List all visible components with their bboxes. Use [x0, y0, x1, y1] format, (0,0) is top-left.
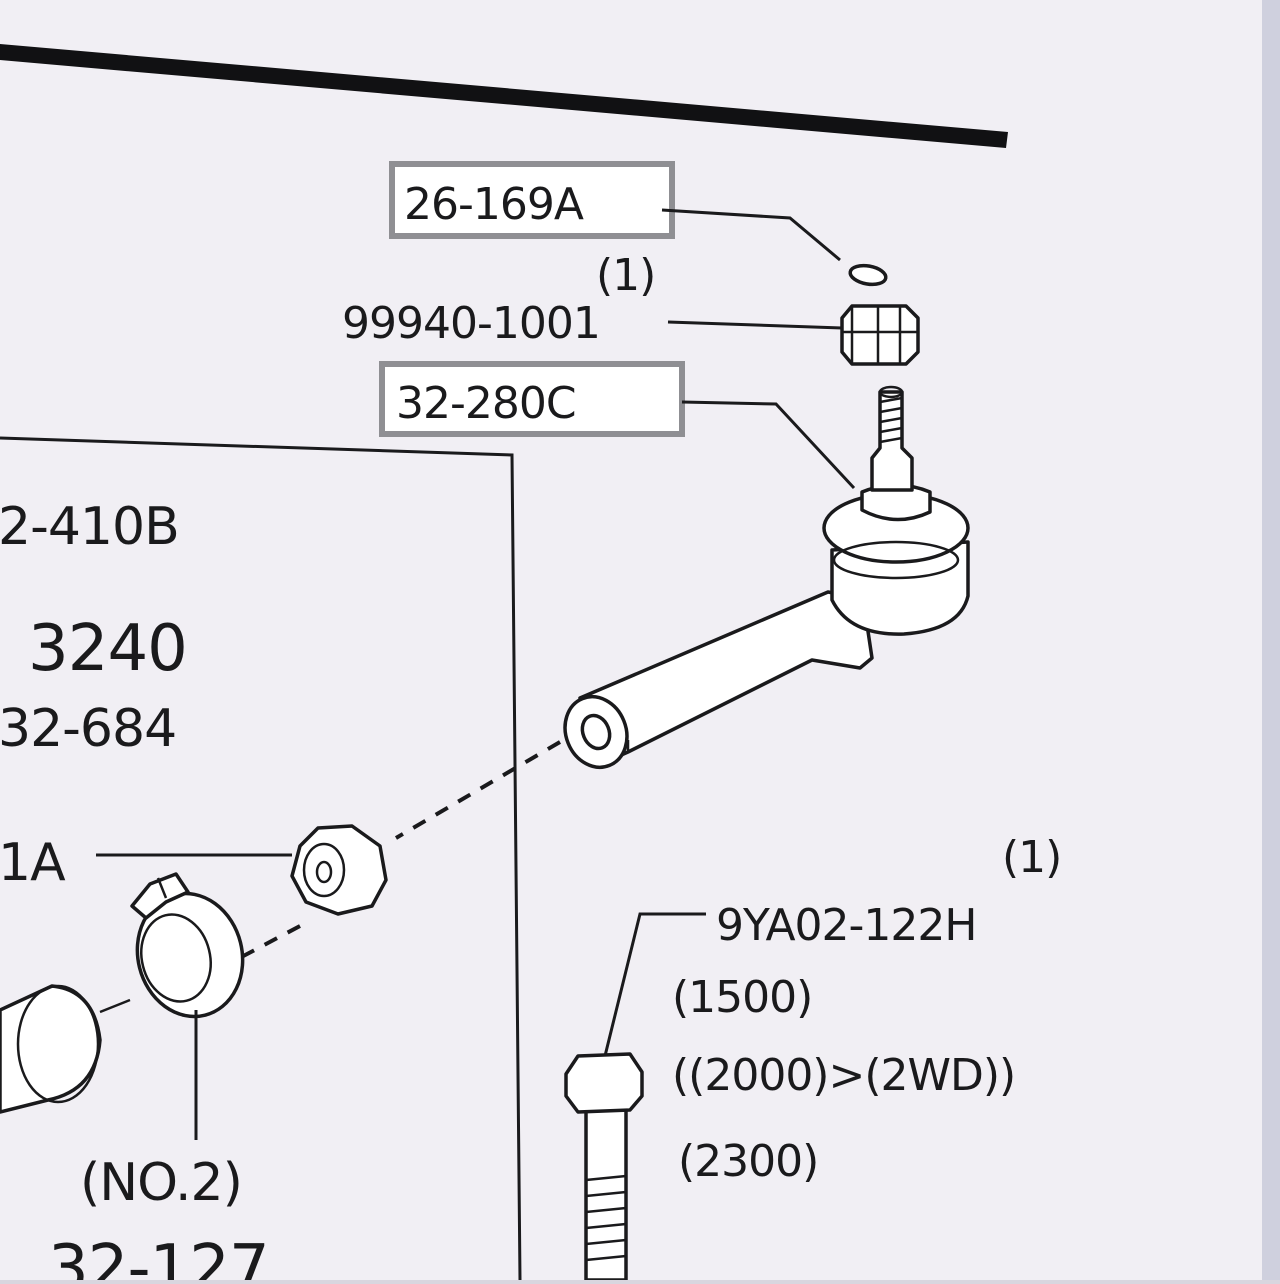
- label-26-169a[interactable]: 26-169A: [389, 161, 675, 239]
- label-32-684[interactable]: 32-684: [0, 699, 177, 759]
- note-2300: (2300): [678, 1136, 818, 1187]
- clamp-icon: [130, 872, 245, 1019]
- tie-rod-end-icon: [563, 385, 970, 769]
- label-3240[interactable]: 3240: [28, 612, 188, 686]
- svg-text:32-280C: 32-280C: [396, 378, 576, 429]
- castle-nut-icon: [840, 304, 920, 366]
- qty-cotter: (1): [596, 250, 655, 301]
- lock-nut-icon: [290, 824, 388, 916]
- subassembly-frame: [0, 436, 522, 1281]
- bolt-icon: [564, 1052, 644, 1282]
- label-32-280c[interactable]: 32-280C: [379, 361, 685, 437]
- label-1a[interactable]: 1A: [0, 833, 67, 893]
- svg-text:26-169A: 26-169A: [404, 179, 584, 230]
- label-32-127[interactable]: 32-127: [48, 1232, 270, 1284]
- header-rule: [0, 44, 1008, 148]
- qty-bolt: (1): [1002, 832, 1061, 883]
- note-1500: (1500): [672, 972, 812, 1023]
- label-99940-1001[interactable]: 99940-1001: [342, 298, 601, 349]
- label-2-410b[interactable]: 2-410B: [0, 497, 180, 557]
- tie-rod-icon: [0, 984, 131, 1114]
- label-9ya02-122h[interactable]: 9YA02-122H: [716, 900, 978, 951]
- label-no2: (NO.2): [80, 1153, 242, 1213]
- note-2000-2wd: ((2000)>(2WD)): [672, 1050, 1015, 1101]
- cotter-pin-icon: [848, 263, 888, 287]
